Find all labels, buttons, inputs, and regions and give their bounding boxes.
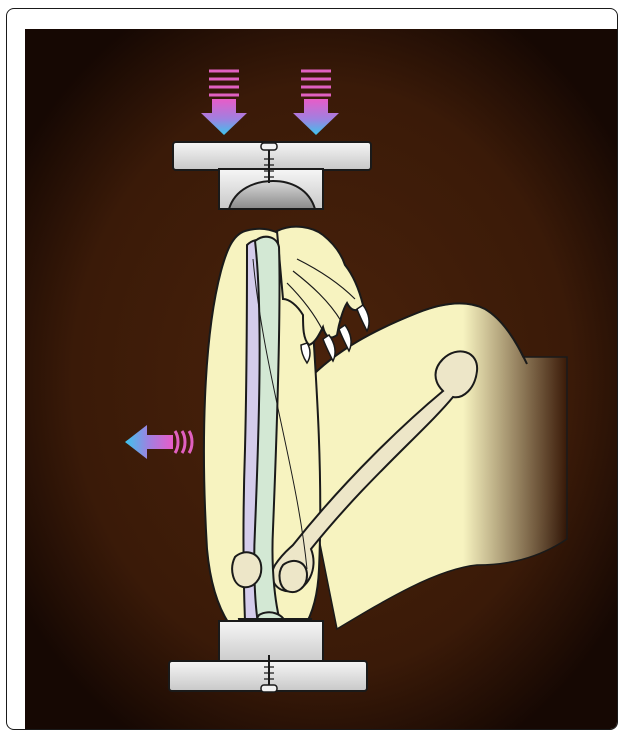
elbow-knob-left: [232, 552, 261, 587]
bottom-fixture-block: [219, 621, 323, 665]
elbow-knob-right: [280, 561, 307, 592]
figure-frame: [6, 8, 618, 730]
forelimb-compression-diagram: [7, 9, 618, 730]
